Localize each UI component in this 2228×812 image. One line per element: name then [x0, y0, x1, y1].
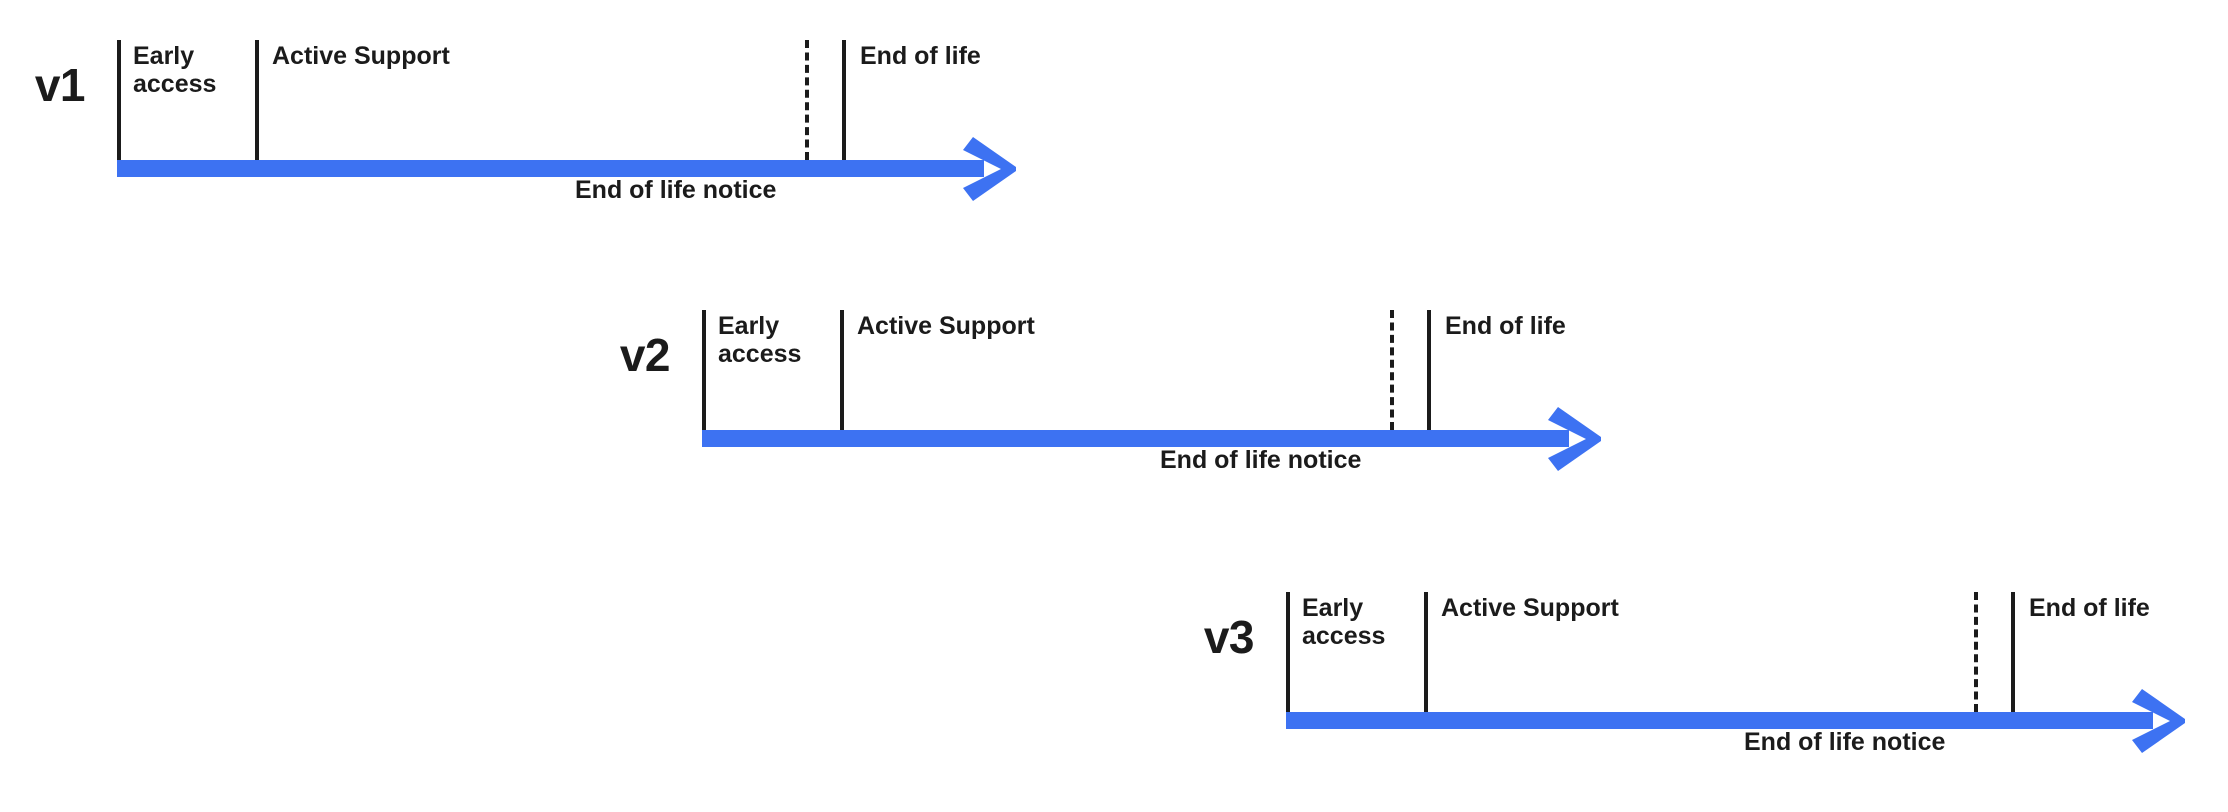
notice-label-v1: End of life notice	[575, 176, 777, 204]
version-label-v2: v2	[619, 329, 671, 381]
lifecycle-bar-v3	[1286, 712, 2153, 729]
tick-end-of-life-start-v1	[842, 40, 846, 160]
tick-end-of-life-start-v3	[2011, 592, 2015, 712]
tick-early-access-start-v1	[117, 40, 121, 160]
phase-label-end-of-life-v1: End of life	[860, 42, 981, 70]
phase-label-early-access-v3: Early access	[1302, 594, 1386, 650]
tick-active-support-start-v2	[840, 310, 844, 430]
phase-label-active-support-v3: Active Support	[1441, 594, 1619, 622]
lifecycle-bar-v2	[702, 430, 1569, 447]
phase-label-early-access-v2: Early access	[718, 312, 802, 368]
tick-end-of-life-start-v2	[1427, 310, 1431, 430]
tick-active-support-start-v1	[255, 40, 259, 160]
tick-end-of-life-notice-v2	[1390, 310, 1394, 430]
arrow-head-icon-v3	[2132, 689, 2188, 753]
arrow-head-icon-v2	[1548, 407, 1604, 471]
notice-label-v2: End of life notice	[1160, 446, 1362, 474]
phase-label-end-of-life-v2: End of life	[1445, 312, 1566, 340]
version-label-v1: v1	[34, 59, 86, 111]
phase-label-early-access-v1: Early access	[133, 42, 217, 98]
notice-label-v3: End of life notice	[1744, 728, 1946, 756]
phase-label-end-of-life-v3: End of life	[2029, 594, 2150, 622]
phase-label-active-support-v1: Active Support	[272, 42, 450, 70]
tick-end-of-life-notice-v1	[805, 40, 809, 160]
tick-early-access-start-v3	[1286, 592, 1290, 712]
arrow-head-icon-v1	[963, 137, 1019, 201]
lifecycle-bar-v1	[117, 160, 984, 177]
tick-active-support-start-v3	[1424, 592, 1428, 712]
tick-early-access-start-v2	[702, 310, 706, 430]
phase-label-active-support-v2: Active Support	[857, 312, 1035, 340]
version-label-v3: v3	[1203, 611, 1255, 663]
tick-end-of-life-notice-v3	[1974, 592, 1978, 712]
